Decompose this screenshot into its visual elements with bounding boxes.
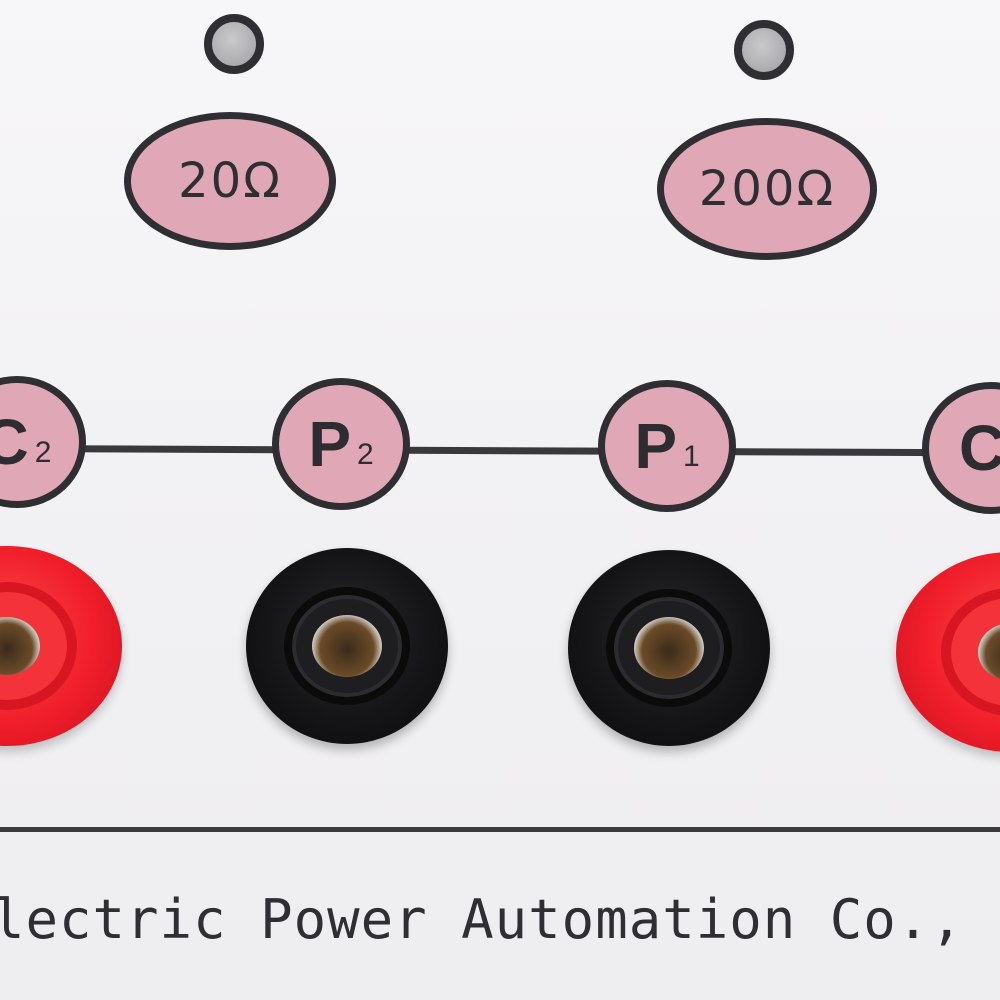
terminal-subscript: 1: [683, 440, 700, 473]
terminal-letter: C: [0, 406, 29, 478]
binding-post-c1-red[interactable]: [896, 552, 1000, 752]
socket-hole: [634, 617, 704, 679]
terminal-subscript: 2: [34, 436, 52, 469]
terminal-subscript: 2: [357, 438, 374, 471]
binding-post-p1-black[interactable]: [568, 550, 770, 746]
terminal-letter: P: [634, 410, 677, 482]
terminal-bus-line: [0, 445, 1000, 457]
range-button-label: 20Ω: [178, 153, 282, 209]
binding-post-p2-black[interactable]: [246, 548, 448, 744]
company-name: lectric Power Automation Co., Ltd.: [0, 888, 1000, 951]
range-button-20-ohm[interactable]: 20Ω: [124, 112, 336, 250]
binding-post-c2-red[interactable]: [0, 546, 122, 746]
footer-divider: [0, 827, 1000, 832]
socket-hole: [312, 615, 382, 677]
terminal-letter: C: [959, 412, 1000, 484]
terminal-letter: P: [308, 408, 351, 480]
terminal-label-c1: C: [922, 382, 1000, 514]
indicator-lamp-200: [734, 20, 794, 80]
range-button-label: 200Ω: [698, 161, 836, 217]
range-button-200-ohm[interactable]: 200Ω: [657, 118, 877, 260]
indicator-lamp-20: [204, 14, 264, 74]
socket-hole: [978, 623, 1000, 681]
